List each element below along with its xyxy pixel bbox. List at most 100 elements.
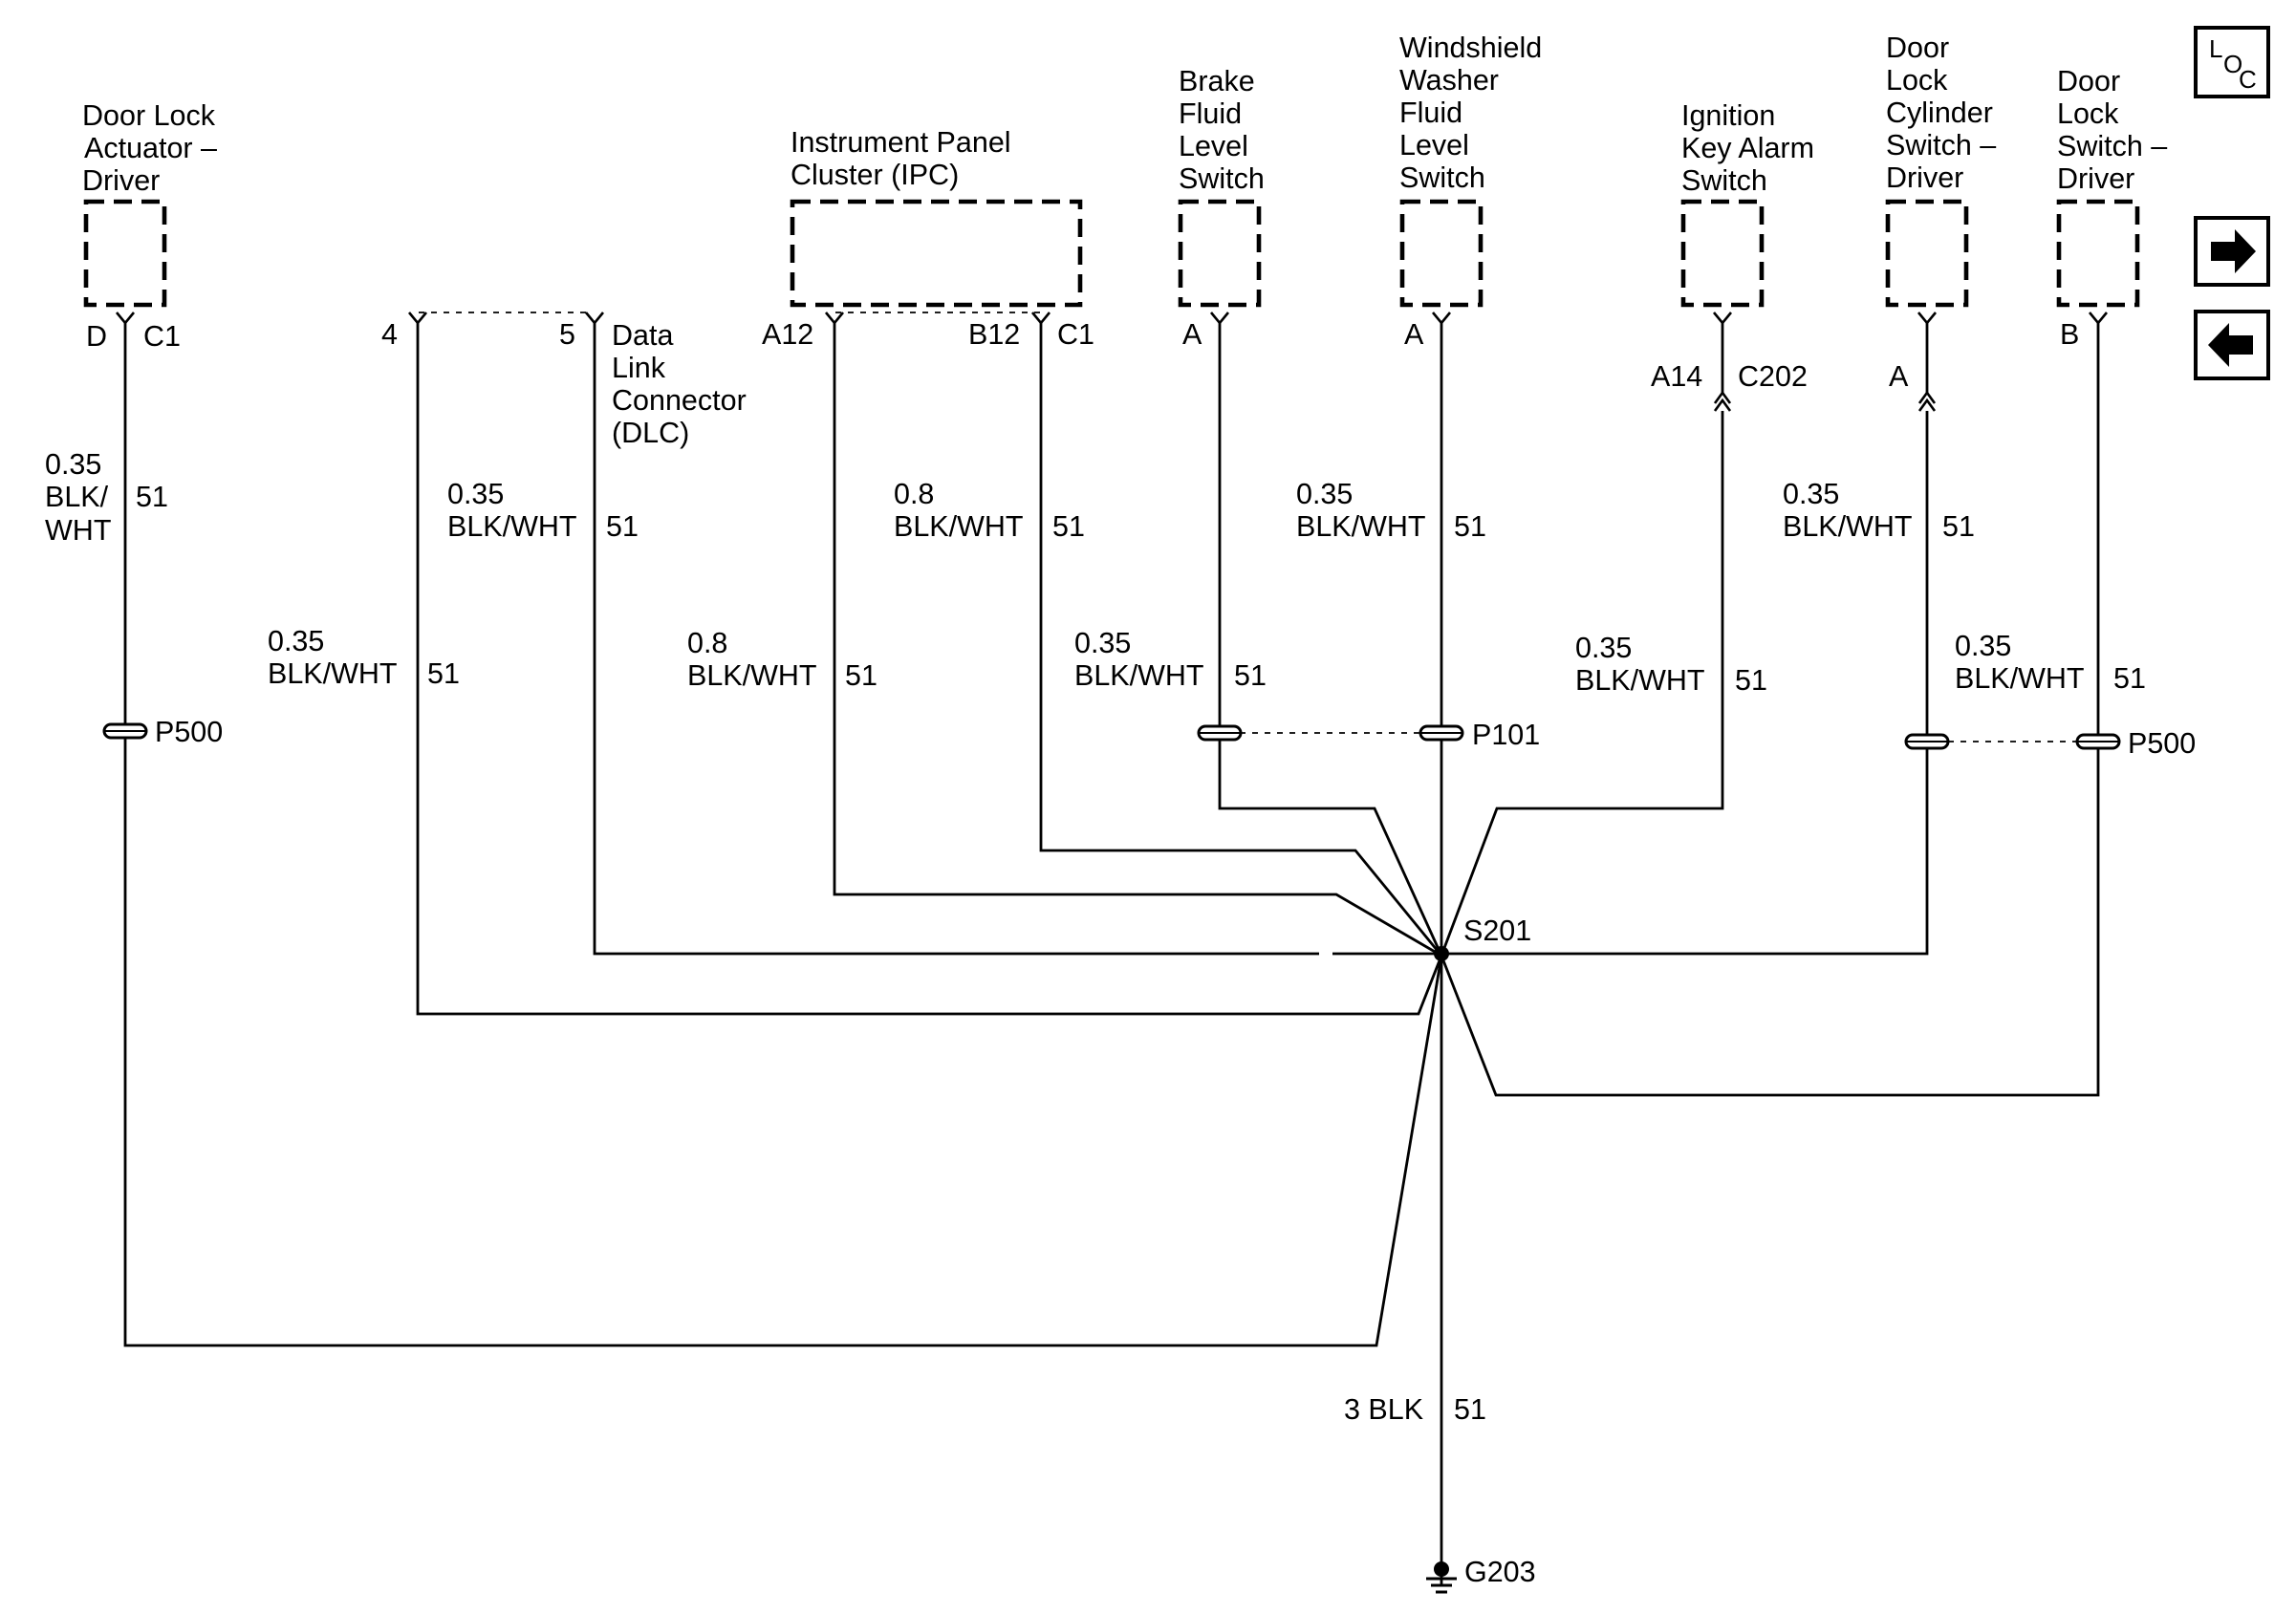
cylinder-line-4: Switch – — [1886, 129, 1996, 161]
c202-connector-ignition — [1713, 390, 1732, 412]
wire-door-actuator — [123, 323, 1443, 1347]
door-lock-cylinder-box — [1885, 199, 1969, 308]
washer-fluid-switch-label: Windshield Washer Fluid Level Switch — [1399, 32, 1542, 194]
wire-door-circuit: 51 — [136, 481, 168, 513]
dlc-label: Data Link Connector (DLC) — [612, 319, 747, 449]
pin-label-switch-b: B — [2060, 318, 2079, 351]
wire-ipc-a12 — [833, 323, 1442, 958]
pin-label-brake-a: A — [1182, 318, 1202, 351]
wire-ignition-color: BLK/WHT — [1575, 664, 1705, 697]
p500-left-label: P500 — [155, 716, 223, 748]
washer-fluid-line-1: Windshield — [1399, 32, 1542, 64]
door-lock-actuator-box — [83, 199, 167, 308]
brake-fluid-line-1: Brake — [1179, 65, 1255, 97]
wire-cylinder-gauge: 0.35 — [1783, 478, 1839, 510]
ipc-line-2: Cluster (IPC) — [791, 159, 959, 191]
cylinder-line-2: Lock — [1886, 64, 1948, 97]
pin-label-c202: C202 — [1738, 360, 1808, 393]
wire-door-color-1: BLK/ — [45, 481, 109, 513]
pin-label-cylinder-a: A — [1889, 360, 1909, 393]
wire-a12-color: BLK/WHT — [687, 659, 817, 692]
pin-label-washer-a: A — [1404, 318, 1424, 351]
door-lock-actuator-line-1: Door Lock — [82, 99, 216, 132]
wire-cylinder-color: BLK/WHT — [1783, 510, 1913, 543]
wire-dlc4-gauge: 0.35 — [268, 625, 324, 657]
ground-symbol-icon — [1426, 1561, 1457, 1594]
wire-ground-circuit: 51 — [1454, 1393, 1486, 1426]
wire-a12-circuit: 51 — [845, 659, 877, 692]
wire-dlc4-circuit: 51 — [427, 657, 460, 690]
ipc-line-1: Instrument Panel — [791, 126, 1011, 159]
ground-dot — [1434, 1561, 1449, 1577]
ignition-line-3: Switch — [1681, 164, 1767, 197]
wire-washer-circuit: 51 — [1454, 510, 1486, 543]
pin-label-b12: B12 — [968, 318, 1020, 351]
washer-fluid-line-5: Switch — [1399, 161, 1485, 194]
wire-dlc5-circuit: 51 — [606, 510, 639, 543]
wire-labels: 0.35 BLK/ WHT 51 0.35 BLK/WHT 51 0.35 BL… — [45, 448, 2146, 1426]
wire-switch-gauge: 0.35 — [1955, 630, 2011, 662]
pin-brake-a — [1209, 312, 1230, 326]
brake-fluid-line-3: Level — [1179, 130, 1248, 162]
brake-fluid-switch-box — [1178, 199, 1262, 308]
pin-label-a14: A14 — [1651, 360, 1702, 393]
pin-label-dlc-5: 5 — [559, 318, 575, 351]
dlc-line-1: Data — [612, 319, 673, 352]
washer-fluid-line-4: Level — [1399, 129, 1469, 161]
washer-fluid-line-2: Washer — [1399, 64, 1499, 97]
wire-washer-color: BLK/WHT — [1296, 510, 1426, 543]
pin-dlc-4 — [407, 312, 428, 326]
next-page-button[interactable] — [2194, 216, 2270, 287]
pin-cylinder — [1917, 312, 1938, 326]
dlc-line-2: Link — [612, 352, 666, 384]
splice-s201-label: S201 — [1463, 915, 1531, 947]
door-lock-cylinder-label: Door Lock Cylinder Switch – Driver — [1886, 32, 1996, 194]
wire-door-gauge: 0.35 — [45, 448, 101, 481]
splice-s201-dot — [1434, 946, 1449, 961]
loc-button[interactable]: L O C — [2194, 26, 2270, 98]
p500-right-label: P500 — [2128, 727, 2196, 760]
arrow-right-icon — [2211, 229, 2256, 273]
cylinder-line-3: Cylinder — [1886, 97, 1993, 129]
ignition-key-alarm-box — [1680, 199, 1765, 308]
pin-ipc-a12 — [824, 312, 845, 326]
dlc-line-3: Connector — [612, 384, 747, 417]
loc-letter-o: O — [2223, 50, 2242, 78]
wire-switch-color: BLK/WHT — [1955, 662, 2085, 695]
door-lock-actuator-line-3: Driver — [82, 164, 160, 197]
previous-page-button[interactable] — [2194, 310, 2270, 380]
ground-g203-label: G203 — [1464, 1556, 1536, 1588]
terminal-pins — [115, 312, 2109, 412]
brake-fluid-line-2: Fluid — [1179, 97, 1242, 130]
wire-switch-circuit: 51 — [2113, 662, 2146, 695]
pin-label-c1-door: C1 — [143, 320, 181, 353]
ipc-box — [790, 199, 1083, 308]
ignition-key-alarm-label: Ignition Key Alarm Switch — [1681, 99, 1814, 197]
door-lock-actuator-line-2: Actuator – — [84, 132, 217, 164]
wire-ground-gauge: 3 BLK — [1344, 1393, 1423, 1426]
lock-switch-line-1: Door — [2057, 65, 2120, 97]
wire-brake-gauge: 0.35 — [1074, 627, 1131, 659]
pin-lock-switch-b — [2088, 312, 2109, 326]
pin-label-dlc-4: 4 — [381, 318, 398, 351]
wire-lock-switch — [1440, 323, 2100, 1097]
wire-b12-gauge: 0.8 — [894, 478, 934, 510]
loc-letter-c: C — [2239, 65, 2257, 94]
cylinder-line-5: Driver — [1886, 161, 1963, 194]
loc-letter-l: L — [2209, 34, 2222, 63]
passthrough-grommets: P500 P101 P500 — [102, 716, 2196, 760]
washer-fluid-line-3: Fluid — [1399, 97, 1462, 129]
wire-brake-fluid — [1218, 323, 1443, 957]
lock-switch-line-4: Driver — [2057, 162, 2134, 195]
loc-button-frame[interactable] — [2194, 26, 2270, 98]
ignition-line-2: Key Alarm — [1681, 132, 1814, 164]
wire-ignition-lower — [1440, 411, 1724, 957]
p101-label: P101 — [1472, 719, 1540, 751]
brake-fluid-line-4: Switch — [1179, 162, 1265, 195]
door-lock-switch-label: Door Lock Switch – Driver — [2057, 65, 2167, 195]
arrow-left-icon — [2208, 323, 2253, 367]
washer-fluid-switch-box — [1399, 199, 1484, 308]
wire-brake-color: BLK/WHT — [1074, 659, 1204, 692]
